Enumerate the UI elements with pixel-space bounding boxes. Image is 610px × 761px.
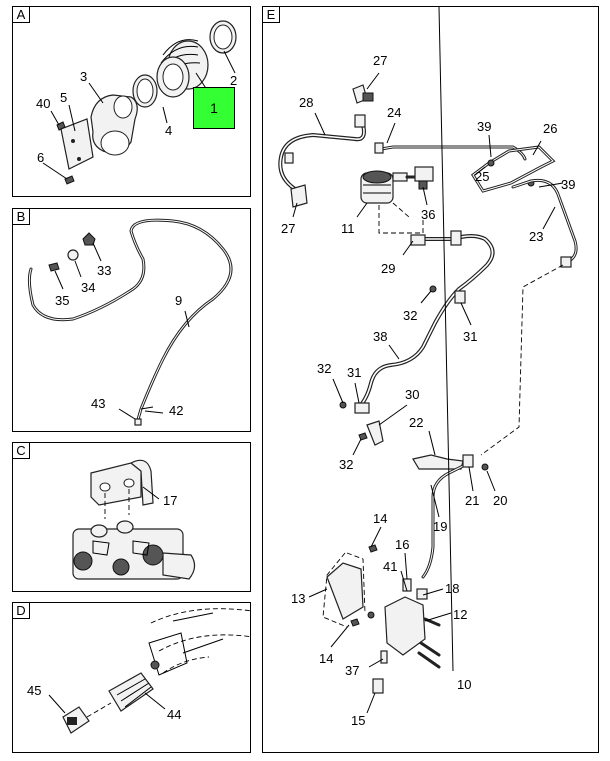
callout-13: 13 [291, 591, 305, 606]
callout-38: 38 [373, 329, 387, 344]
panel-a: A 2 3 [12, 6, 251, 197]
hose-28 [278, 114, 366, 191]
hose-38 [339, 230, 495, 414]
callout-4: 4 [165, 123, 172, 138]
part-1-highlight[interactable]: 1 [193, 87, 235, 129]
callout-41: 41 [383, 559, 397, 574]
callout-39a: 39 [477, 119, 491, 134]
callout-31a: 31 [463, 329, 477, 344]
panel-d-drawing: 45 44 [27, 608, 253, 734]
grommet-33 [82, 232, 96, 246]
callout-32c: 32 [339, 457, 353, 472]
callout-37: 37 [345, 663, 359, 678]
fitting-43 [134, 418, 142, 426]
callout-15: 15 [351, 713, 365, 728]
callout-32b: 32 [317, 361, 331, 376]
callout-12: 12 [453, 607, 467, 622]
callout-23: 23 [529, 229, 543, 244]
grommet-34 [67, 249, 79, 261]
callout-32a: 32 [403, 308, 417, 323]
callout-36: 36 [421, 207, 435, 222]
callout-18: 18 [445, 581, 459, 596]
fitting-27-bottom [290, 184, 308, 208]
callout-19: 19 [433, 519, 447, 534]
connector-45 [62, 706, 90, 734]
callout-5: 5 [60, 90, 67, 105]
callout-42: 42 [169, 403, 183, 418]
callout-39b: 39 [561, 177, 575, 192]
callout-35: 35 [55, 293, 69, 308]
valve-block-12 [322, 544, 441, 694]
panel-b-tag: B [12, 208, 30, 225]
connector-44 [108, 660, 160, 712]
callout-14a: 14 [373, 511, 387, 526]
callout-2: 2 [230, 73, 237, 88]
panel-b-drawing: 33 34 35 9 43 42 [27, 218, 233, 426]
panel-e: E [262, 6, 599, 753]
bracket [60, 118, 94, 170]
panel-c: C 17 [12, 442, 251, 592]
clip-35 [48, 262, 60, 272]
callout-44: 44 [167, 707, 181, 722]
callout-29: 29 [381, 261, 395, 276]
callout-11: 11 [341, 221, 355, 236]
panel-b: B 33 34 35 9 43 42 [12, 208, 251, 432]
callout-31b: 31 [347, 365, 361, 380]
callout-20: 20 [493, 493, 507, 508]
panel-e-drawing: 27 28 24 39 26 27 11 36 25 39 23 29 32 3… [278, 6, 578, 728]
callout-17: 17 [163, 493, 177, 508]
panel-d: D 45 44 [12, 602, 253, 753]
callout-30: 30 [405, 387, 419, 402]
elbow-adapter [90, 94, 138, 156]
valve-block [72, 520, 196, 580]
callout-25: 25 [475, 169, 489, 184]
sensor-36 [405, 166, 434, 190]
callout-27a: 27 [373, 53, 387, 68]
callout-21: 21 [465, 493, 479, 508]
callout-10: 10 [457, 677, 471, 692]
valve-11 [360, 170, 408, 204]
callout-28: 28 [299, 95, 313, 110]
callout-6: 6 [37, 150, 44, 165]
tube-19 [421, 454, 489, 579]
bracket-30 [366, 420, 384, 446]
callout-33: 33 [97, 263, 111, 278]
callout-43: 43 [91, 396, 105, 411]
bracket-22 [412, 454, 464, 470]
panel-a-drawing: 2 3 4 5 40 6 [36, 20, 237, 185]
panel-a-tag: A [12, 6, 30, 23]
callout-14b: 14 [319, 651, 333, 666]
panel-e-tag: E [262, 6, 280, 23]
callout-27b: 27 [281, 221, 295, 236]
mounting-bracket-17 [90, 459, 154, 506]
panel-c-tag: C [12, 442, 30, 459]
callout-34: 34 [81, 280, 95, 295]
callout-45: 45 [27, 683, 41, 698]
fitting-27-top [352, 84, 374, 104]
callout-9: 9 [175, 293, 182, 308]
bellows-hose [156, 39, 209, 98]
panel-c-drawing: 17 [72, 459, 196, 580]
engine-background [148, 608, 253, 676]
callout-3: 3 [80, 69, 87, 84]
callout-40: 40 [36, 96, 50, 111]
callout-16: 16 [395, 537, 409, 552]
callout-24: 24 [387, 105, 401, 120]
wire-harness [27, 218, 233, 425]
tube-23 [511, 178, 578, 268]
callout-26: 26 [543, 121, 557, 136]
callout-22: 22 [409, 415, 423, 430]
panel-d-tag: D [12, 602, 30, 619]
